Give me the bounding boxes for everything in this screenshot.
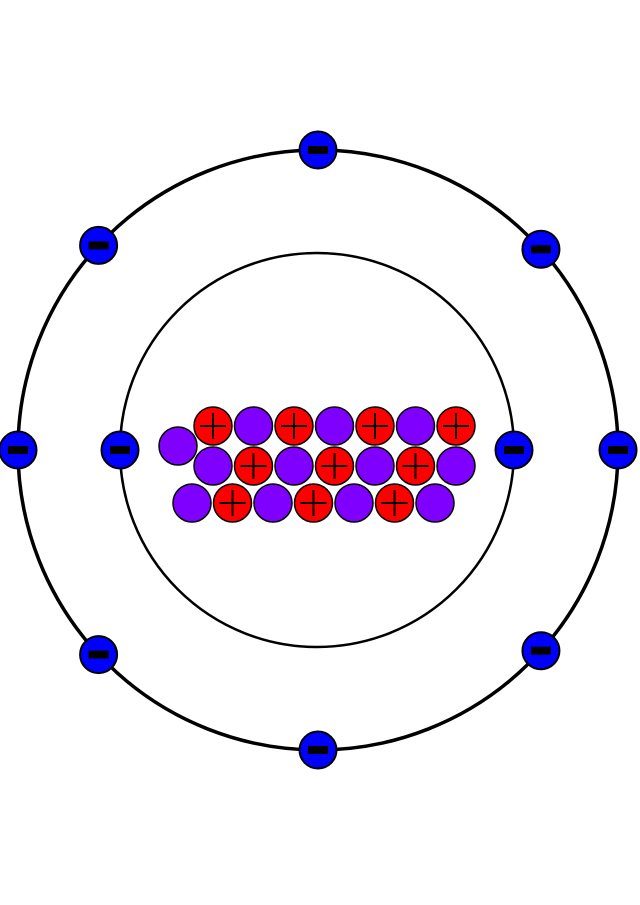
- minus-sign-icon: [608, 446, 628, 454]
- plus-sign-icon: [219, 490, 246, 516]
- neutron-body: [172, 483, 212, 523]
- neutron: [158, 426, 198, 466]
- neutron: [253, 483, 293, 523]
- neutron: [193, 446, 233, 486]
- plus-sign-icon: [300, 490, 327, 516]
- proton: [274, 406, 314, 446]
- plus-sign-icon: [200, 413, 226, 439]
- electron: [298, 730, 338, 770]
- neutron: [395, 406, 436, 446]
- minus-sign-icon: [530, 245, 551, 254]
- neutron: [415, 483, 455, 523]
- neutron: [233, 406, 274, 446]
- neutron: [436, 446, 476, 486]
- neutron-body: [436, 446, 476, 486]
- neutron: [314, 406, 355, 446]
- neutron-body: [355, 446, 395, 486]
- plus-sign-icon: [240, 453, 267, 479]
- minus-sign-icon: [88, 650, 109, 659]
- electrons-layer: [0, 130, 638, 770]
- plus-sign-icon: [381, 490, 408, 516]
- neutron: [274, 446, 314, 486]
- plus-sign-icon: [402, 453, 429, 479]
- proton: [212, 483, 253, 523]
- minus-sign-icon: [308, 146, 328, 154]
- neutron-body: [395, 406, 436, 446]
- neutron-body: [158, 426, 198, 466]
- plus-sign-icon: [443, 413, 469, 439]
- proton: [355, 406, 395, 446]
- electron: [521, 631, 561, 671]
- neutron-body: [334, 483, 374, 523]
- minus-sign-icon: [110, 446, 130, 454]
- proton: [374, 483, 415, 523]
- neutron-body: [314, 406, 355, 446]
- proton: [436, 406, 476, 446]
- electron: [79, 635, 119, 675]
- proton: [233, 446, 274, 486]
- neutron: [355, 446, 395, 486]
- neutron-body: [253, 483, 293, 523]
- proton: [395, 446, 436, 486]
- nucleus: [158, 406, 476, 523]
- minus-sign-icon: [530, 646, 551, 655]
- electron: [598, 430, 638, 470]
- plus-sign-icon: [281, 413, 307, 439]
- neutron: [172, 483, 212, 523]
- neutron-body: [233, 406, 274, 446]
- neutron-body: [415, 483, 455, 523]
- plus-sign-icon: [321, 453, 348, 479]
- electron: [0, 430, 38, 470]
- minus-sign-icon: [308, 746, 328, 754]
- minus-sign-icon: [504, 446, 524, 454]
- neutron: [334, 483, 374, 523]
- electron: [521, 229, 561, 269]
- electron: [79, 225, 119, 265]
- proton: [193, 406, 233, 446]
- electron: [298, 130, 338, 170]
- minus-sign-icon: [8, 446, 28, 454]
- electron: [494, 430, 534, 470]
- neutron-body: [193, 446, 233, 486]
- minus-sign-icon: [88, 241, 109, 250]
- proton: [293, 483, 334, 523]
- neutron-body: [274, 446, 314, 486]
- electron: [100, 430, 140, 470]
- proton: [314, 446, 355, 486]
- plus-sign-icon: [362, 413, 388, 439]
